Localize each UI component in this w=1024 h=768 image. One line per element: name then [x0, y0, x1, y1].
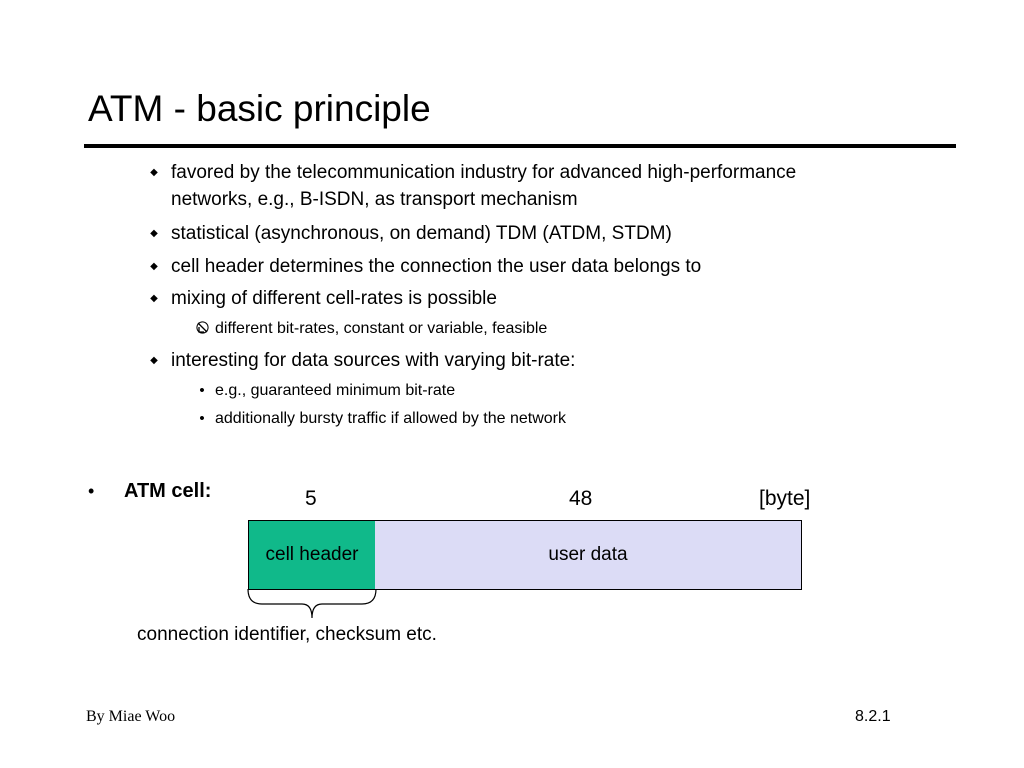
user-data-box: user data	[375, 520, 802, 590]
bullet-statistical: ◆ statistical (asynchronous, on demand) …	[150, 221, 672, 247]
bullet-text: favored by the telecommunication industr…	[171, 162, 797, 183]
brace-caption: connection identifier, checksum etc.	[137, 624, 437, 645]
atm-cell-label: ATM cell:	[124, 480, 212, 502]
bullet-text: networks, e.g., B-ISDN, as transport mec…	[171, 189, 578, 210]
footer-page-number: 8.2.1	[855, 708, 891, 725]
sub-bullet-guaranteed: • e.g., guaranteed minimum bit-rate	[199, 380, 456, 402]
title-rule	[84, 144, 956, 148]
bullet-text: interesting for data sources with varyin…	[171, 350, 576, 371]
diamond-bullet-icon: ◆	[150, 261, 158, 272]
dot-bullet-icon: •	[88, 481, 95, 501]
bullet-text: additionally bursty traffic if allowed b…	[215, 410, 566, 427]
bullet-text: different bit-rates, constant or variabl…	[215, 320, 548, 337]
unit-label: [byte]	[759, 487, 811, 510]
dot-bullet-icon: •	[199, 410, 205, 427]
user-data-label: user data	[548, 544, 628, 565]
diamond-bullet-icon: ◆	[150, 228, 158, 239]
bullet-text: mixing of different cell-rates is possib…	[171, 288, 497, 309]
header-size-label: 5	[305, 487, 317, 510]
data-size-label: 48	[569, 487, 593, 510]
implies-arrow-icon	[196, 318, 209, 340]
bullet-text: cell header determines the connection th…	[171, 256, 702, 277]
slide-title: ATM - basic principle	[88, 88, 431, 129]
atm-cell-bullet: • ATM cell:	[88, 478, 211, 504]
sub-bullet-bursty: • additionally bursty traffic if allowed…	[199, 408, 566, 430]
footer-author: By Miae Woo	[86, 708, 176, 725]
bullet-text: e.g., guaranteed minimum bit-rate	[215, 382, 456, 399]
bullet-favored-continuation: networks, e.g., B-ISDN, as transport mec…	[171, 187, 578, 213]
diamond-bullet-icon: ◆	[150, 167, 158, 178]
cell-header-label: cell header	[265, 544, 359, 565]
dot-bullet-icon: •	[199, 382, 205, 399]
bullet-mixing: ◆ mixing of different cell-rates is poss…	[150, 286, 497, 312]
cell-header-box: cell header	[248, 520, 376, 590]
bullet-text: statistical (asynchronous, on demand) TD…	[171, 223, 672, 244]
bullet-favored: ◆ favored by the telecommunication indus…	[150, 160, 797, 186]
bullet-interesting: ◆ interesting for data sources with vary…	[150, 348, 576, 374]
diamond-bullet-icon: ◆	[150, 293, 158, 304]
curly-brace-icon	[247, 588, 377, 619]
bullet-cell-header: ◆ cell header determines the connection …	[150, 254, 702, 280]
diamond-bullet-icon: ◆	[150, 355, 158, 366]
sub-bullet-bit-rates: different bit-rates, constant or variabl…	[196, 318, 548, 340]
